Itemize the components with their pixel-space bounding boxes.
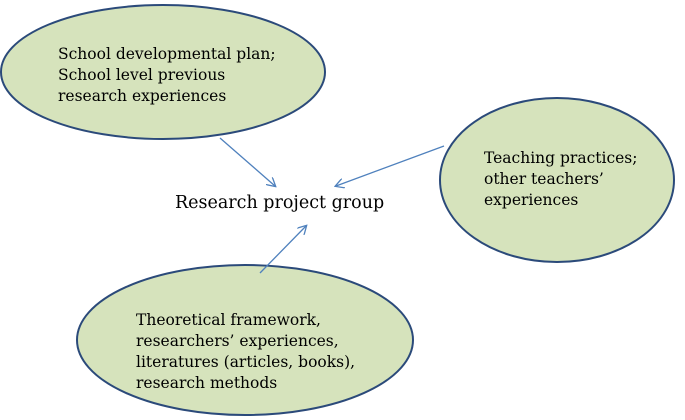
school-bubble-text: School developmental plan; School level … bbox=[58, 44, 276, 107]
teaching-bubble-text: Teaching practices; other teachers’ expe… bbox=[484, 148, 637, 211]
teaching-line-2: other teachers’ bbox=[484, 170, 604, 188]
school-line-3: research experiences bbox=[58, 87, 227, 105]
theory-line-3: literatures (articles, books), bbox=[136, 353, 356, 371]
arrow-school-to-center bbox=[219, 137, 275, 186]
school-bubble bbox=[0, 4, 326, 140]
theory-line-4: research methods bbox=[136, 374, 278, 392]
school-line-1: School developmental plan; bbox=[58, 45, 276, 63]
teaching-bubble bbox=[439, 97, 675, 263]
arrow-teaching-to-center bbox=[336, 145, 445, 186]
arrow-theory-to-center bbox=[259, 226, 306, 274]
center-label: Research project group bbox=[175, 193, 385, 213]
theory-bubble bbox=[76, 264, 414, 416]
teaching-line-1: Teaching practices; bbox=[484, 149, 638, 167]
theory-line-1: Theoretical framework, bbox=[136, 311, 321, 329]
school-line-2: School level previous bbox=[58, 66, 226, 84]
theory-line-2: researchers’ experiences, bbox=[136, 332, 339, 350]
teaching-line-3: experiences bbox=[484, 191, 579, 209]
theory-bubble-text: Theoretical framework, researchers’ expe… bbox=[136, 310, 355, 394]
